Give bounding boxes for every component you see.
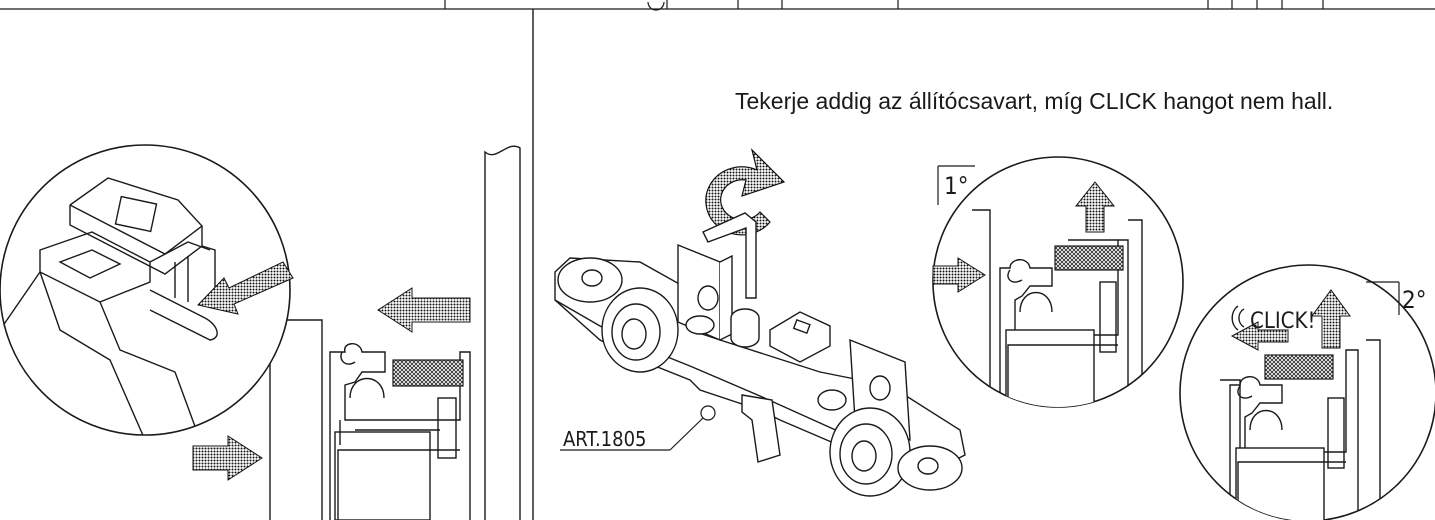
adjustment-screw-hatch (1264, 354, 1334, 380)
push-arrow-icon (377, 287, 471, 333)
sliding-hardware-assembly (554, 243, 966, 497)
push-arrow-icon (932, 257, 986, 293)
part-label: ART.1805 (563, 427, 646, 451)
push-arrow-icon (197, 261, 294, 315)
left-side-view (269, 145, 521, 520)
adjustment-screw-hatch (1054, 245, 1124, 271)
instruction-text: Tekerje addig az állítócsavart, míg CLIC… (735, 88, 1334, 114)
push-arrow-icon (192, 435, 263, 481)
step-1-label: 1° (944, 172, 969, 200)
detail-circle-step-1 (932, 156, 1184, 408)
rotate-arrow-icon (705, 148, 786, 236)
lift-arrow-icon (1074, 181, 1116, 233)
title-block-strip (0, 0, 1435, 11)
detail-circle-lever (0, 144, 294, 436)
push-arrow-icon (1230, 321, 1289, 351)
part-callout (560, 405, 716, 451)
lift-arrow-icon (1311, 289, 1351, 349)
adjustment-screw-hatch (392, 359, 464, 387)
detail-circle-step-2 (1179, 264, 1435, 520)
click-label: CLICK! (1250, 309, 1315, 334)
step-frame-2 (1366, 281, 1400, 315)
sound-waves-icon (1231, 305, 1245, 331)
step-frame-1 (937, 165, 975, 205)
step-2-label: 2° (1402, 286, 1427, 314)
hex-key-icon (702, 212, 757, 299)
